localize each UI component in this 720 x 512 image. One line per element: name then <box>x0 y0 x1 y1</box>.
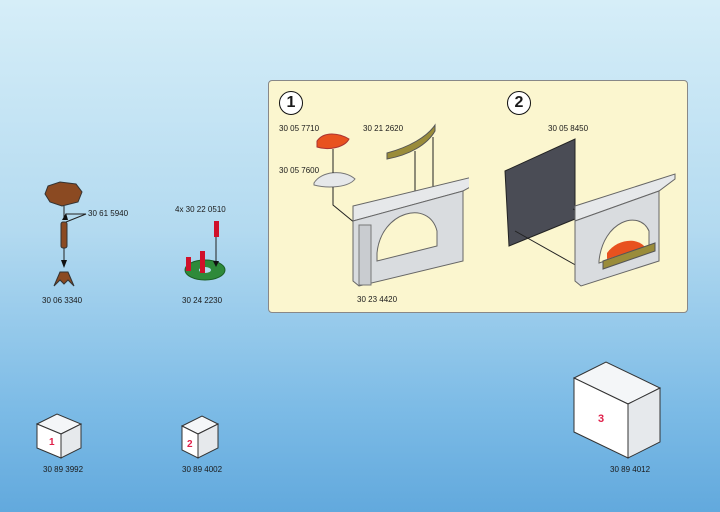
step-2-number: 2 <box>507 91 531 115</box>
screen-part-number: 30 05 8450 <box>548 124 589 133</box>
bag-3-code: 30 89 4012 <box>610 465 651 474</box>
fireplace-part-number: 30 23 4420 <box>357 295 398 304</box>
bag-1-box-icon: 1 <box>35 413 83 459</box>
ash-part-number: 30 05 7600 <box>279 166 320 175</box>
advent-wreath-illustration <box>184 221 226 281</box>
wreath-part-number: 30 24 2230 <box>182 296 223 305</box>
flame-part-number: 30 05 7710 <box>279 124 320 133</box>
bag-1-number: 1 <box>49 437 55 448</box>
step-1-illustration <box>313 123 469 287</box>
table-top-part-number: 30 61 5940 <box>88 209 129 218</box>
bag-1-code: 30 89 3992 <box>43 465 84 474</box>
step-1-number: 1 <box>279 91 303 115</box>
bag-3-number: 3 <box>598 413 604 425</box>
step-2-illustration <box>504 138 676 287</box>
bag-2-box-icon: 2 <box>180 415 220 459</box>
grate-part-number: 30 21 2620 <box>363 124 404 133</box>
bag-2-number: 2 <box>187 439 193 450</box>
assembly-steps-panel: 1 2 30 05 7710 30 21 2620 30 05 7600 30 … <box>268 80 688 313</box>
side-table-illustration <box>44 181 87 287</box>
candles-part-number: 4x 30 22 0510 <box>175 205 226 214</box>
bag-3-box-icon: 3 <box>572 361 662 459</box>
table-base-part-number: 30 06 3340 <box>42 296 83 305</box>
bag-2-code: 30 89 4002 <box>182 465 223 474</box>
